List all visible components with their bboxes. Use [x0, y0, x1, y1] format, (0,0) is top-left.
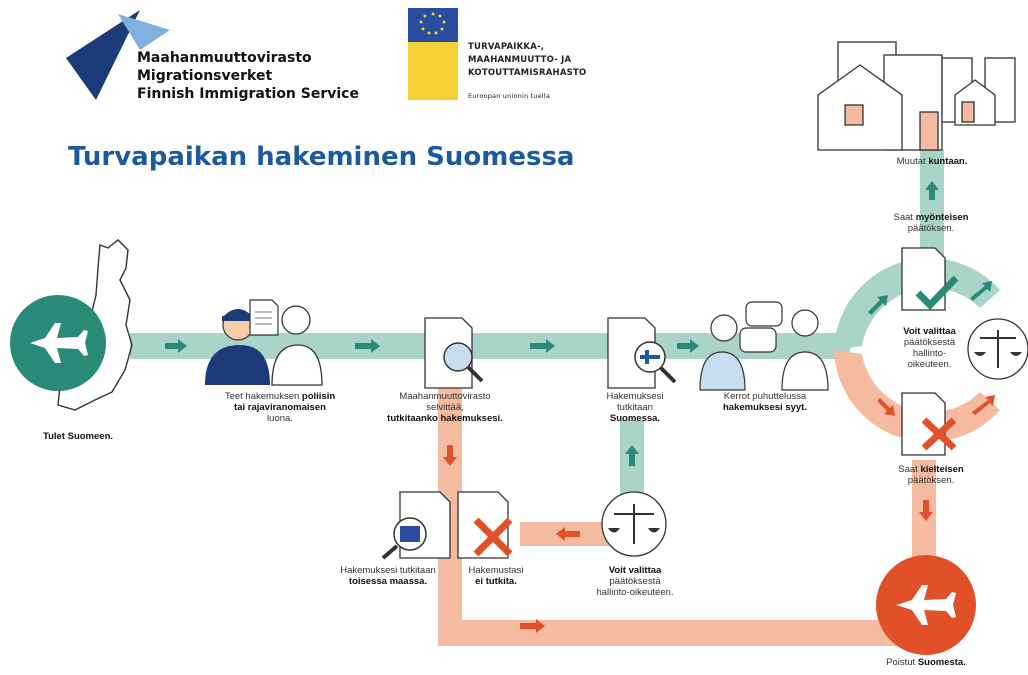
fund-line-3: KOTOUTTAMISRAHASTO	[468, 68, 587, 78]
label-interview: Kerrot puhuttelussa hakemuksesi syyt.	[723, 391, 807, 413]
label-arrive: Tulet Suomeen.	[42, 431, 114, 442]
not-examined-icon	[457, 491, 513, 559]
logo-line-fi: Maahanmuuttovirasto	[137, 50, 312, 66]
interview-people-icon	[699, 309, 829, 391]
label-appeal-bottom: Voit valittaa päätöksestä hallinto-oikeu…	[596, 565, 674, 598]
fund-support: Euroopan unionin tuella	[468, 92, 551, 100]
label-other-country: Hakemuksesi tutkitaan toisessa maassa.	[340, 565, 436, 587]
person-icon	[271, 305, 323, 386]
flow-arrows-negative	[443, 395, 995, 633]
plane-icon-leave	[876, 555, 976, 655]
label-positive: Saat myönteisen päätöksen.	[893, 212, 969, 234]
eu-document-magnifier-icon	[381, 491, 451, 560]
label-appeal-right: Voit valittaa päätöksestä hallinto- oike…	[903, 326, 956, 370]
plane-icon-arrive	[10, 295, 106, 391]
flow-bands	[130, 150, 1000, 646]
label-migri: Maahanmuuttovirasto selvittää, tutkitaan…	[387, 391, 503, 424]
scales-icon-bottom	[601, 491, 667, 557]
label-examined-fi: Hakemuksesi tutkitaan Suomessa.	[606, 391, 664, 424]
fund-line-1: TURVAPAIKKA-,	[468, 42, 545, 52]
logo-line-sv: Migrationsverket	[137, 68, 273, 84]
speech-bubble-icon	[739, 301, 783, 353]
migri-logo-icon	[66, 10, 170, 100]
scales-icon-right	[967, 318, 1028, 380]
document-icon-apply	[249, 299, 279, 336]
house-icon	[817, 41, 1016, 151]
label-negative: Saat kielteisen päätöksen.	[898, 464, 964, 486]
eu-flag-icon	[408, 8, 458, 100]
label-move: Muutat kuntaan.	[896, 156, 968, 167]
flow-arrows	[165, 181, 992, 466]
label-leave: Poistut Suomesta.	[886, 657, 966, 668]
police-officer-icon	[205, 309, 270, 385]
label-apply: Teet hakemuksen poliisin tai rajaviranom…	[224, 391, 336, 424]
logo-line-en: Finnish Immigration Service	[137, 86, 359, 102]
negative-decision-icon	[901, 392, 957, 456]
positive-decision-icon	[901, 247, 959, 311]
page-title: Turvapaikan hakeminen Suomessa	[68, 142, 575, 172]
label-not-examined: Hakemustasi ei tutkita.	[468, 565, 524, 587]
fund-line-2: MAAHANMUUTTO- JA	[468, 55, 572, 65]
document-magnifier-icon	[424, 317, 484, 389]
finnish-flag-document-icon	[607, 317, 677, 389]
